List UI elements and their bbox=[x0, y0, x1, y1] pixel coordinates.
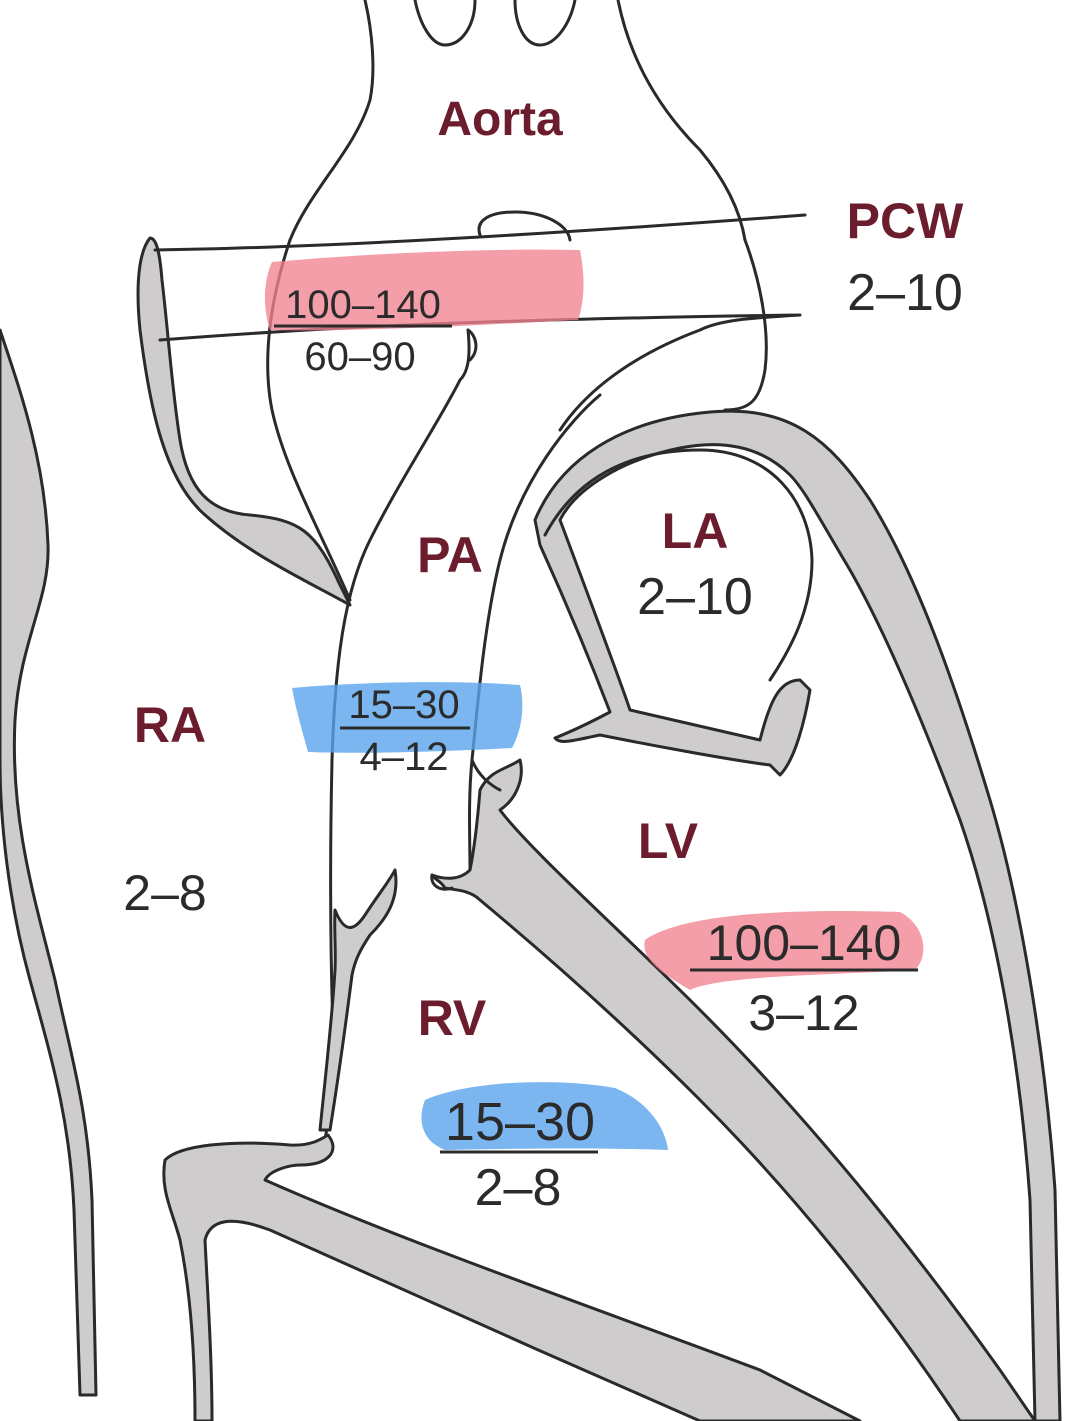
fraction-lines bbox=[274, 324, 918, 1154]
septum-wall bbox=[430, 758, 1037, 1421]
pa-label: PA bbox=[417, 527, 483, 583]
rv-label: RV bbox=[418, 990, 487, 1046]
pa-highlight bbox=[292, 682, 523, 753]
rv-highlight bbox=[421, 1082, 668, 1150]
pa-right-wall bbox=[468, 393, 602, 872]
rv-floor-wall bbox=[162, 1133, 862, 1421]
pcw-label: PCW bbox=[847, 193, 964, 249]
lv-systolic-value: 100–140 bbox=[707, 915, 902, 971]
aorta-highlight bbox=[264, 249, 584, 331]
pa-systolic-value: 15–30 bbox=[348, 683, 459, 727]
ra-value: 2–8 bbox=[123, 865, 206, 921]
chamber-labels: Aorta PCW PA LA RA LV RV bbox=[134, 93, 964, 1046]
aorta-diastolic-value: 60–90 bbox=[304, 335, 415, 379]
rv-systolic-value: 15–30 bbox=[445, 1092, 595, 1152]
lv-label: LV bbox=[638, 813, 699, 869]
ra-label: RA bbox=[134, 697, 206, 753]
aorta-label: Aorta bbox=[437, 93, 563, 146]
vena-cava-wall bbox=[136, 236, 352, 607]
tricuspid-valve bbox=[318, 868, 398, 1132]
pressure-values: 100–140 60–90 2–10 2–10 15–30 4–12 2–8 1… bbox=[123, 264, 963, 1217]
pa-diastolic-value: 4–12 bbox=[360, 735, 449, 779]
la-outline bbox=[543, 448, 814, 682]
lv-diastolic-value: 3–12 bbox=[748, 985, 859, 1041]
pcw-value: 2–10 bbox=[847, 264, 963, 322]
aorta-systolic-value: 100–140 bbox=[285, 283, 441, 327]
left-heart-wall bbox=[533, 409, 1062, 1421]
right-outer-wall bbox=[0, 328, 98, 1397]
pulmonary-valve bbox=[430, 758, 502, 891]
la-label: LA bbox=[662, 503, 729, 559]
rv-diastolic-value: 2–8 bbox=[475, 1159, 562, 1217]
aortic-branches bbox=[288, 0, 747, 242]
la-value: 2–10 bbox=[637, 568, 753, 626]
